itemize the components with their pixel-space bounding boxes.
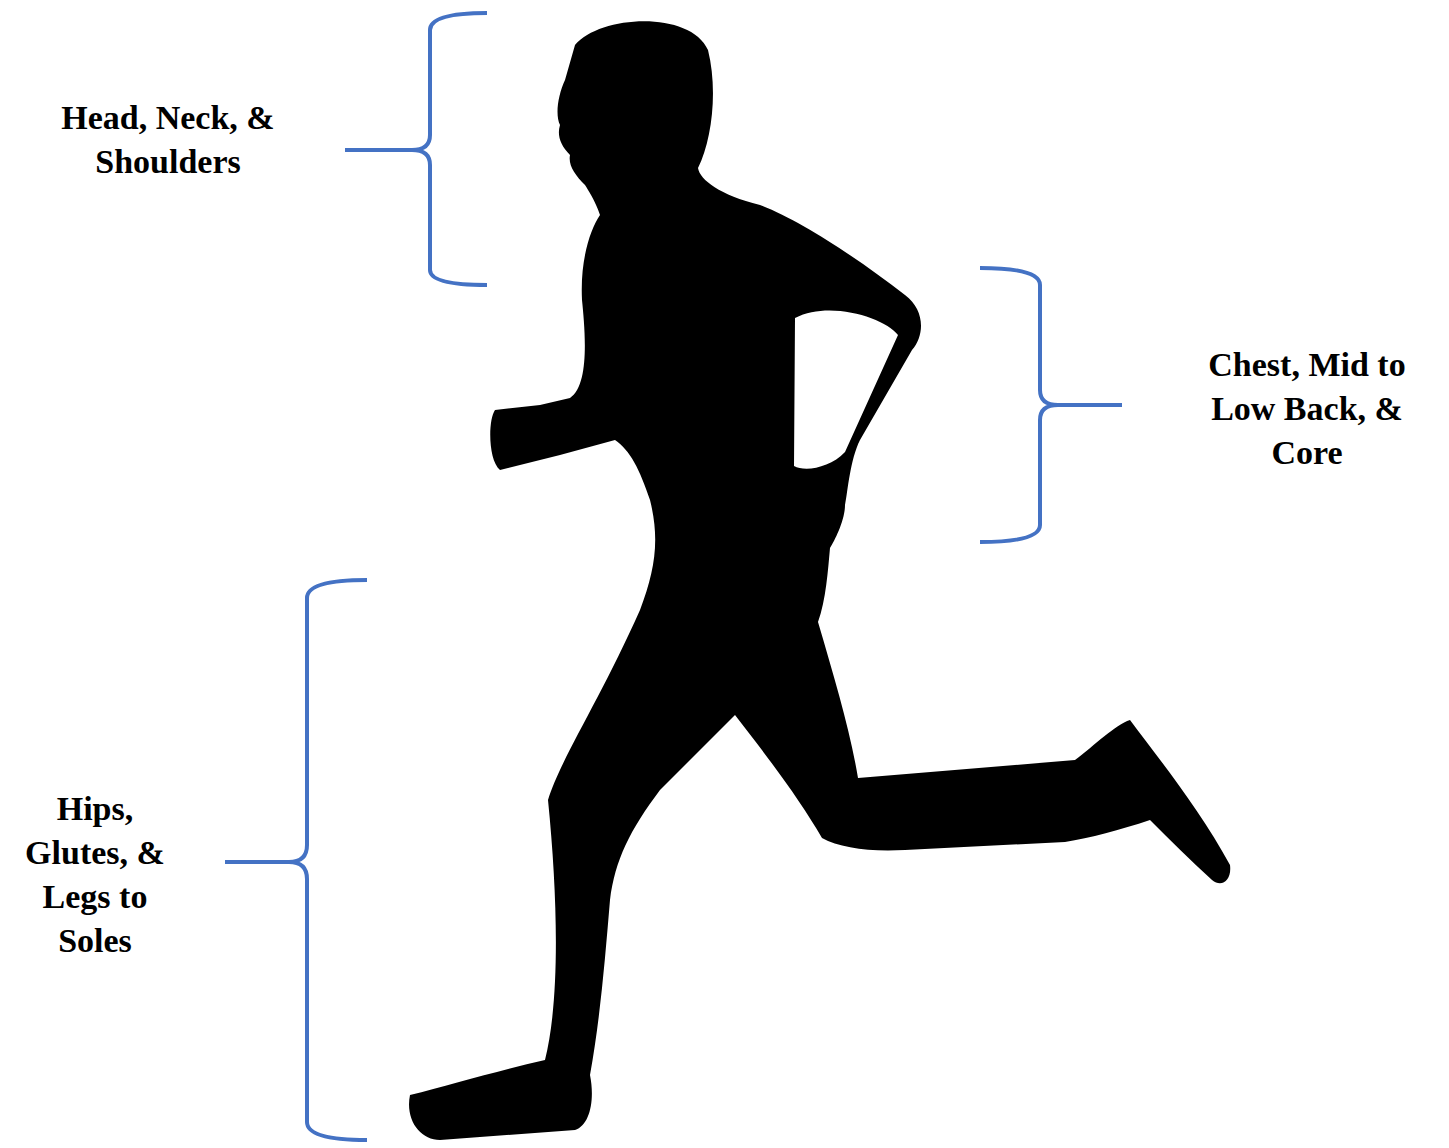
- region-label: Hips, Glutes, & Legs to Soles: [9, 787, 181, 963]
- bracket: [225, 580, 367, 1140]
- region-label: Head, Neck, & Shoulders: [28, 96, 308, 184]
- runner-silhouette: [409, 21, 1230, 1140]
- bracket: [345, 13, 487, 285]
- region-label: Chest, Mid to Low Back, & Core: [1191, 343, 1423, 475]
- bracket: [980, 268, 1122, 542]
